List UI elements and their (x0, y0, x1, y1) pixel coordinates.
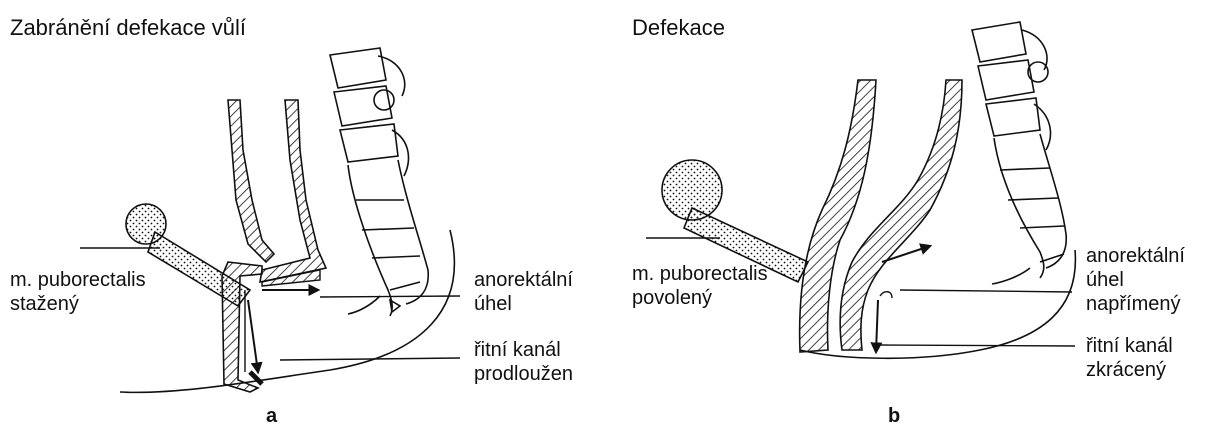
panel-a-muscle-label-line2: stažený (10, 292, 79, 316)
panel-a-letter: a (266, 404, 277, 428)
panel-a-angle-label-line1: anorektální (474, 268, 573, 292)
panel-a-rectum (222, 100, 326, 392)
panel-a-canal-arrow (248, 300, 258, 372)
panel-a-title: Zabránění defekace vůlí (10, 16, 246, 40)
panel-b-rectum (800, 80, 962, 352)
panel-b-letter: b (888, 404, 900, 428)
panel-b-title: Defekace (632, 16, 725, 40)
panel-a-leaders (80, 248, 460, 360)
panel-b-spine (972, 22, 1066, 284)
panel-b-angle-label-line2: úhel (1086, 268, 1124, 292)
panel-b-muscle-label-line1: m. puborectalis (632, 262, 768, 286)
panel-a-spine (330, 48, 428, 316)
panel-a-muscle-label-line1: m. puborectalis (10, 268, 146, 292)
panel-b-angle-label-line1: anorektální (1086, 244, 1185, 268)
panel-b-canal-arrow (876, 300, 878, 352)
panel-b-muscle-label-line2: povolený (632, 286, 712, 310)
panel-a-canal-label-line1: řitní kanál (474, 338, 561, 362)
panel-b-canal-label-line2: zkrácený (1086, 358, 1166, 382)
panel-b-angle-label-line3: napřímený (1086, 292, 1181, 316)
panel-a-angle-label-line2: úhel (474, 292, 512, 316)
panel-a-drawing (80, 48, 460, 392)
panel-a-canal-label-line2: prodloužen (474, 362, 573, 386)
panel-b-canal-label-line1: řitní kanál (1086, 334, 1173, 358)
